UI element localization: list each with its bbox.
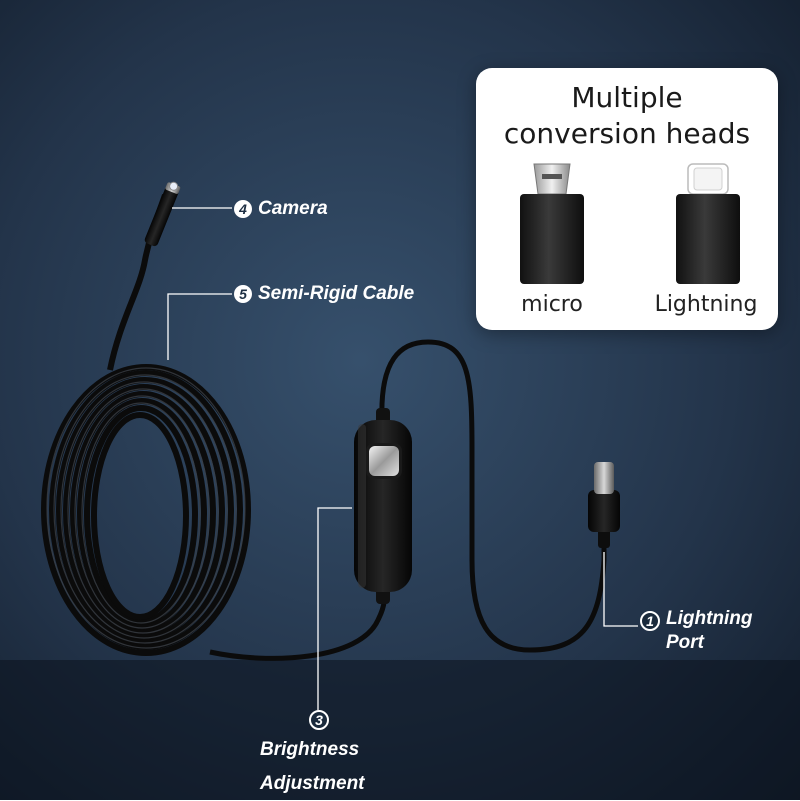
callout-label-camera: Camera	[258, 198, 328, 219]
callout-number-5: 5	[234, 285, 252, 303]
callout-number-3-badge: 3	[309, 710, 329, 730]
callout-number-1: 1	[640, 611, 660, 631]
callout-camera: 4 Camera	[234, 198, 328, 220]
adapter-label-micro: micro	[521, 292, 583, 317]
callout-label-lightning: Lightning	[666, 608, 753, 629]
cable-coil	[41, 364, 251, 656]
callout-label-brightness: Brightness	[260, 739, 360, 760]
callout-number-3: 3	[309, 710, 329, 730]
panel-title-line2: conversion heads	[503, 117, 751, 150]
callout-semi-rigid-cable: 5 Semi-Rigid Cable	[234, 283, 414, 305]
camera-head	[144, 181, 181, 247]
conversion-heads-panel: Multiple conversion heads micro Lightnin…	[476, 68, 778, 330]
micro-usb-adapter-icon	[520, 163, 584, 284]
panel-title-line1: Multiple	[571, 81, 683, 114]
adapter-label-lightning: Lightning	[654, 292, 758, 317]
callout-lightning-port: 1 Lightning Port	[640, 607, 753, 655]
floor-shadow	[0, 660, 800, 800]
leader-lines	[167, 207, 638, 710]
cable-coil-highlight	[46, 367, 246, 649]
lightning-adapter-icon	[676, 163, 740, 284]
callout-number-4: 4	[234, 200, 252, 218]
panel-title: Multiple conversion heads	[476, 80, 778, 152]
callout-label-semi-rigid-cable: Semi-Rigid Cable	[258, 283, 415, 304]
cable-loop	[379, 339, 607, 653]
usb-plug	[588, 462, 620, 548]
callout-label-port: Port	[666, 632, 704, 653]
brightness-controller	[354, 408, 412, 604]
callout-label-adjustment: Adjustment	[260, 773, 365, 794]
callout-brightness-adjustment: Brightness Adjustment	[260, 733, 365, 801]
